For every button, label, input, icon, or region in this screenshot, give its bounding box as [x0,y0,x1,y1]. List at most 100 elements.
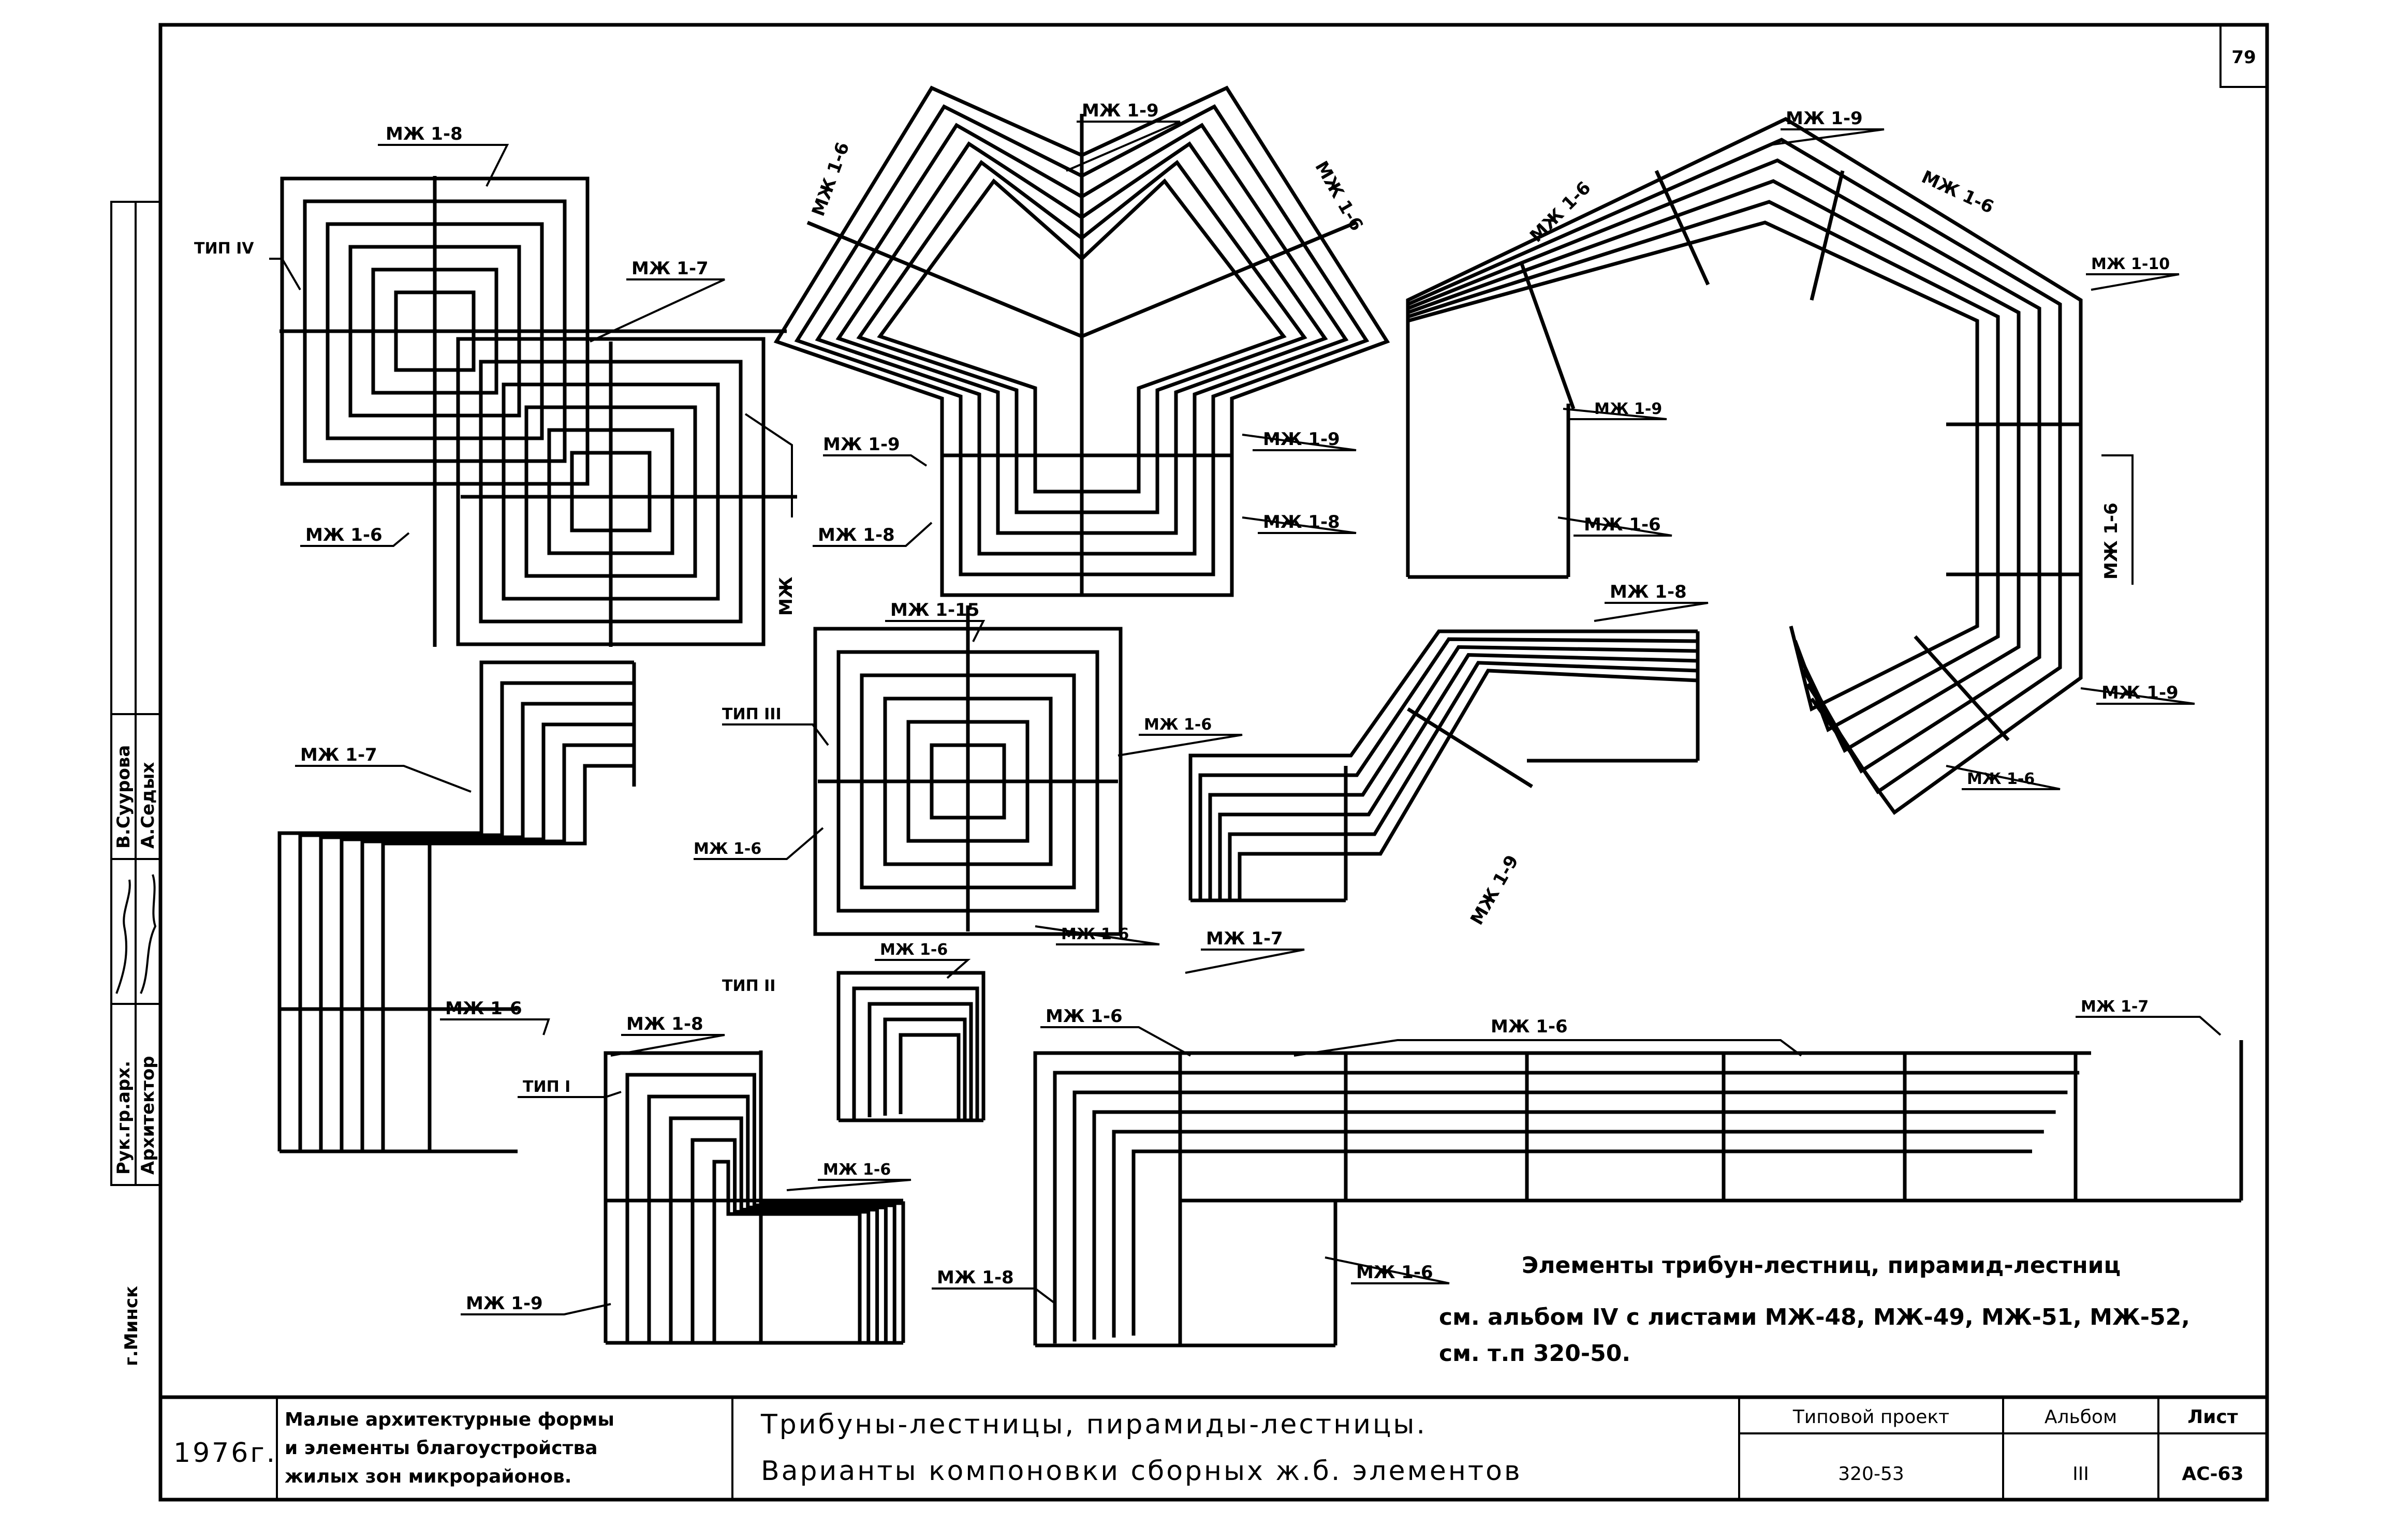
layout-g-step-4 [899,1033,961,1120]
layout-b-ring-3 [835,141,1328,535]
layout-f-step-1 [1198,637,1698,900]
label-d2: МЖ 1-6 [445,998,522,1019]
layout-g [836,971,986,1122]
label-e2: ТИП III [722,705,782,723]
layout-d-step-3 [340,722,634,1151]
label-c4: МЖ 1-10 [2091,255,2170,273]
label-c1: МЖ 1-9 [1786,108,1863,129]
layout-c-joint-6 [1914,635,2010,742]
label-e3: МЖ 1-6 [1144,716,1212,734]
note-block: Элементы трибун-лестниц, пирамид-лестниц… [1439,1252,2190,1367]
label-b1: МЖ 1-9 [1082,100,1159,121]
label-i2: МЖ 1-6 [1491,1016,1568,1037]
layout-c-ring-0 [1406,117,2083,815]
title-block: 1976г. Малые архитектурные формы и элеме… [158,1395,2269,1502]
layout-i-step-5 [1131,1149,2032,1336]
layout-f-step-2 [1208,645,1698,900]
layout-h-step-5 [712,1160,862,1343]
label-a4: МЖ 1-6 [305,525,383,545]
layout-h [604,1050,905,1345]
layout-d-step-5 [381,764,634,1151]
label-f1: МЖ 1-8 [1610,582,1687,602]
label-i4: МЖ 1-8 [937,1267,1014,1288]
layout-d-step-1 [298,681,634,1151]
layout-i-step-1 [1053,1071,2080,1344]
layout-f [1188,629,1700,902]
layout-f-diag [1407,707,1533,788]
tb-title-1: Трибуны-лестницы, пирамиды-лестницы. [760,1409,1427,1440]
layout-f-step-4 [1228,661,1698,900]
layout-f-step-0 [1188,629,1698,900]
layout-b-ring-0 [773,85,1390,597]
label-h1: МЖ 1-8 [626,1014,703,1034]
tb-sheet-label: Лист [2187,1406,2238,1428]
label-h2: ТИП I [523,1078,570,1096]
label-a5: МЖ [776,576,797,616]
label-e1: МЖ 1-15 [890,600,979,620]
layout-b-ring-4 [856,159,1307,514]
label-b4: МЖ 1-9 [823,434,900,455]
layout-c-ring-5 [1406,220,1979,712]
layout-c [1406,117,2083,815]
stamp-role-2: Архитектор [138,1056,158,1175]
layout-e [813,605,1123,936]
stamp-name-2: А.Седых [138,762,158,849]
layout-h-step-3 [669,1116,879,1343]
label-i3: МЖ 1-7 [2081,998,2149,1016]
label-b3: МЖ 1-6 [1311,158,1367,235]
layout-b-ring-5 [877,178,1287,494]
layout-c-ring-4 [1406,200,2000,733]
label-c7: МЖ 1-6 [2101,502,2122,580]
note-line-2: см. альбом IV с листами МЖ-48, МЖ-49, МЖ… [1439,1304,2190,1330]
note-line-3: см. т.п 320-50. [1439,1340,1630,1367]
note-line-1: Элементы трибун-лестниц, пирамид-лестниц [1522,1252,2121,1279]
layout-c-ring-1 [1406,138,2062,794]
layout-g-step-2 [867,1002,973,1120]
layout-g-step-1 [852,986,979,1120]
label-e4: МЖ 1-6 [694,840,761,858]
sheet-number: 79 [2231,47,2256,68]
layout-i-step-4 [1112,1130,2044,1338]
signature-2 [140,874,157,994]
layout-b-ring-1 [794,104,1370,576]
layout-c-ring-3 [1406,179,2021,753]
tb-subject-1: Малые архитектурные формы [285,1409,614,1430]
layout-i-step-0 [1033,1051,2091,1345]
label-b6: МЖ 1-8 [818,525,895,545]
stamp-name-1: В.Суурова [113,745,134,849]
layout-h-step-1 [625,1073,896,1343]
label-c3: МЖ 1-6 [1918,167,1997,218]
label-h3: МЖ 1-6 [823,1161,891,1179]
layout-b-split-left [806,220,1083,338]
layout-i-step-2 [1072,1090,2068,1342]
tb-project-value: 320-53 [1838,1463,1904,1485]
tb-subject-2: и элементы благоустройства [285,1438,598,1459]
layout-b [773,85,1390,597]
layout-b-ring-2 [815,123,1349,556]
leader-lines [269,121,2222,1315]
tb-album-label: Альбом [2045,1406,2117,1428]
layout-c-ring-2 [1406,158,2041,774]
label-a2: ТИП IV [194,240,254,258]
label-a1: МЖ 1-8 [386,124,463,144]
tb-sheet-value: АС-63 [2182,1463,2243,1485]
layout-c-joint-2 [1654,170,1710,286]
layouts [277,85,2243,1348]
layout-h-step-4 [690,1138,871,1343]
label-a3: МЖ 1-7 [631,258,709,279]
signature-1 [115,879,131,994]
layout-c-joint-1 [1520,263,1576,410]
layout-b-split-right [1081,220,1357,338]
layout-h-step-2 [647,1094,888,1343]
label-d1: МЖ 1-7 [300,745,377,765]
tb-project-label: Типовой проект [1792,1406,1949,1428]
tb-year: 1976г. [173,1438,277,1469]
label-f2: МЖ 1-9 [1466,852,1523,929]
stamp-role-1: Рук.гр.арх. [113,1061,134,1175]
label-f3: МЖ 1-7 [1206,928,1283,949]
label-h4: МЖ 1-9 [466,1293,543,1314]
label-i1: МЖ 1-6 [1046,1006,1123,1027]
label-g2: ТИП II [722,977,775,995]
tb-title-2: Варианты компоновки сборных ж.б. элемент… [761,1456,1522,1487]
